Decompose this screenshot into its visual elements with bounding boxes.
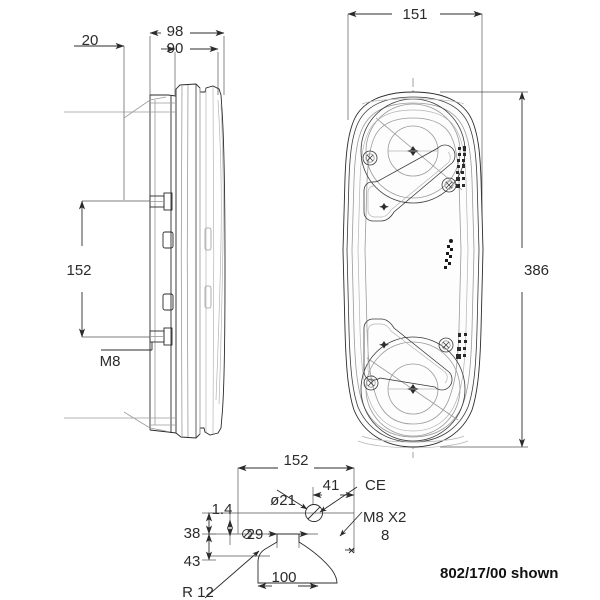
housing-outline-3 (351, 102, 475, 438)
dim-label-151: 151 (402, 6, 427, 23)
leader-ce (319, 486, 358, 513)
dimension-386: 386 (440, 91, 549, 448)
label-m8-leader (101, 342, 153, 351)
dim-label-98: 98 (167, 23, 184, 40)
dimension-100: 100 (257, 569, 319, 590)
mounting-stud-lower (149, 327, 173, 346)
dim-label-1-4: 1.4 (212, 501, 233, 518)
manufacturer-logo (444, 239, 453, 269)
mounting-stud-upper (149, 192, 173, 211)
label-m8x2: M8 X2 (363, 509, 406, 526)
screw-lower-right (438, 337, 454, 353)
bottom-view-group: 152 41 ø21 CE M8 X2 8 (182, 452, 406, 600)
ce-marker-point (345, 547, 355, 554)
upper-lamp-assembly (360, 98, 466, 204)
dim-label-29: 29 (247, 526, 264, 543)
dim-label-152: 152 (66, 262, 91, 279)
dim-label-152-bottom: 152 (283, 452, 308, 469)
dimension-152-bottom: 152 (237, 452, 355, 553)
leader-dia21 (276, 489, 308, 510)
side-view-connector-bosses (162, 227, 212, 311)
dim-label-20: 20 (82, 32, 99, 49)
dimension-38: 38 (184, 512, 216, 542)
side-view-group: 98 90 20 (64, 23, 226, 439)
screw-lower-left (363, 375, 379, 391)
housing-outline-4 (357, 109, 469, 432)
dimension-152: 152 (66, 200, 150, 338)
side-view-bottom-step (64, 417, 176, 426)
housing-top-detail (361, 98, 465, 105)
lower-indicator-bulb (379, 341, 389, 349)
label-r12: R 12 (182, 584, 214, 600)
lower-lamp-assembly (360, 336, 466, 442)
part-number-note: 802/17/00 shown (440, 565, 558, 582)
dimension-43: 43 (184, 533, 216, 570)
screw-upper-left (362, 150, 378, 166)
upper-indicator-bulb (379, 203, 389, 211)
leader-r12 (204, 550, 260, 599)
housing-bottom-detail-2 (357, 440, 469, 449)
housing-bottom-detail (361, 435, 465, 443)
side-view-ribs (175, 84, 215, 438)
upper-indicator-pod (363, 144, 456, 222)
side-view-top-step (64, 102, 176, 113)
dim-label-dia21: ø21 (270, 492, 296, 509)
upper-reflector-mid (365, 103, 461, 199)
mounting-hole-dia21 (305, 504, 323, 522)
label-m8: M8 (100, 353, 121, 370)
boot-profile (257, 533, 338, 584)
label-8: 8 (381, 527, 389, 544)
lower-reflector-outer (360, 336, 466, 442)
label-ce: CE (365, 477, 386, 494)
dim-label-38: 38 (184, 525, 201, 542)
dim-label-100: 100 (271, 569, 296, 586)
dim-label-386: 386 (524, 262, 549, 279)
dim-label-43: 43 (184, 553, 201, 570)
lower-reflector-mid (365, 341, 461, 437)
dim-label-90: 90 (167, 40, 184, 57)
lower-indicator-pod-inner (367, 323, 448, 384)
upper-indicator-pod-inner (367, 151, 451, 218)
front-view-group: 151 386 (342, 6, 549, 458)
dim-label-41: 41 (323, 477, 340, 494)
side-view-backplate (149, 94, 177, 434)
dimension-41: 41 (312, 477, 355, 505)
stud-marker-small (226, 513, 252, 545)
leader-m8x2 (339, 511, 363, 537)
side-view-extension-lines (123, 36, 225, 200)
lower-reflector-texture (456, 333, 467, 359)
side-view-lens-shading (215, 99, 224, 405)
upper-reflector-texture (456, 146, 466, 188)
lower-indicator-pod (363, 318, 453, 391)
